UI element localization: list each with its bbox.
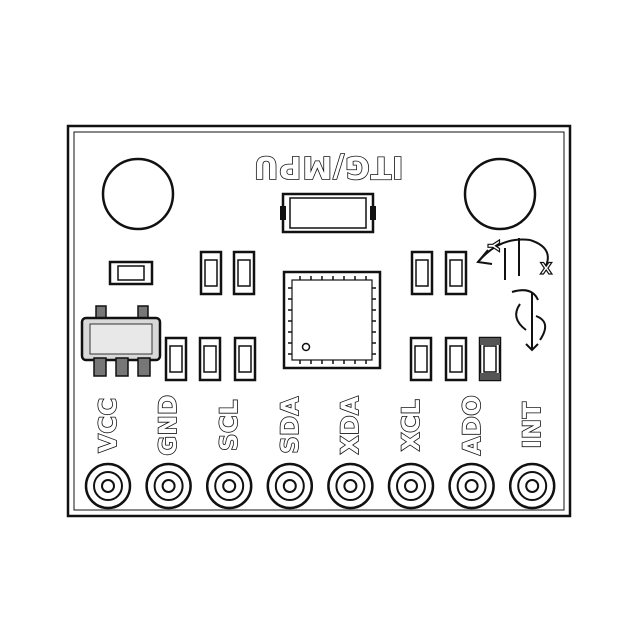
axis-symbol: [476, 238, 549, 352]
resistor-left-horizontal: [108, 260, 154, 286]
voltage-regulator: [80, 305, 162, 377]
axis-y-label: Y: [484, 239, 503, 252]
smd-led: [478, 336, 502, 382]
pin-label-scl: SCL: [214, 398, 244, 451]
pin-pad-xda: [327, 462, 374, 510]
pin-ring: [525, 479, 540, 493]
smd-capacitor-1: [199, 250, 223, 296]
pin-pad-int: [508, 462, 556, 510]
mounting-hole-right: [463, 157, 537, 231]
pin-ring: [222, 479, 237, 493]
smd-resistor-9: [444, 336, 468, 382]
board-label-text: ITG/MPU: [252, 148, 404, 185]
pin-label-int: INT: [517, 401, 547, 449]
pin-ring: [282, 479, 297, 493]
axis-x-label: X: [540, 259, 553, 278]
header-pins: [84, 462, 556, 510]
pin-label-vcc: VCC: [93, 397, 123, 454]
pin-label-gnd: GND: [153, 394, 183, 457]
pin-ring: [101, 479, 115, 493]
pcb-board-inner-edge: [73, 131, 565, 511]
pin-label-ado: ADO: [457, 394, 487, 456]
pin-pad-gnd: [145, 462, 192, 510]
pin-pad-scl: [205, 462, 253, 510]
pin-pad-sda: [266, 462, 314, 510]
mounting-hole-left: [101, 157, 175, 231]
mpu-chip: [282, 270, 382, 370]
smd-capacitor-4: [444, 250, 468, 296]
pin-label-xcl: XCL: [396, 398, 426, 452]
pin-pad-vcc: [84, 462, 132, 510]
smd-capacitor-2: [232, 250, 256, 296]
pin-ring: [161, 479, 176, 493]
smd-resistor-7: [233, 336, 257, 382]
smd-resistor-5: [164, 336, 188, 382]
pin-ring: [343, 479, 358, 493]
smd-capacitor-3: [410, 250, 434, 296]
board-label: ITG/MPU: [248, 146, 408, 186]
pin-ring: [404, 479, 418, 493]
pin-label-xda: XDA: [335, 395, 365, 455]
pin-pad-xcl: [387, 462, 435, 510]
pin1-marker: [301, 342, 311, 352]
pin-ring: [464, 479, 479, 493]
smd-resistor-6: [198, 336, 222, 382]
pin-label-sda: SDA: [275, 396, 305, 455]
top-component: [280, 192, 376, 234]
pin-pad-ado: [448, 462, 495, 510]
smd-resistor-8: [409, 336, 433, 382]
